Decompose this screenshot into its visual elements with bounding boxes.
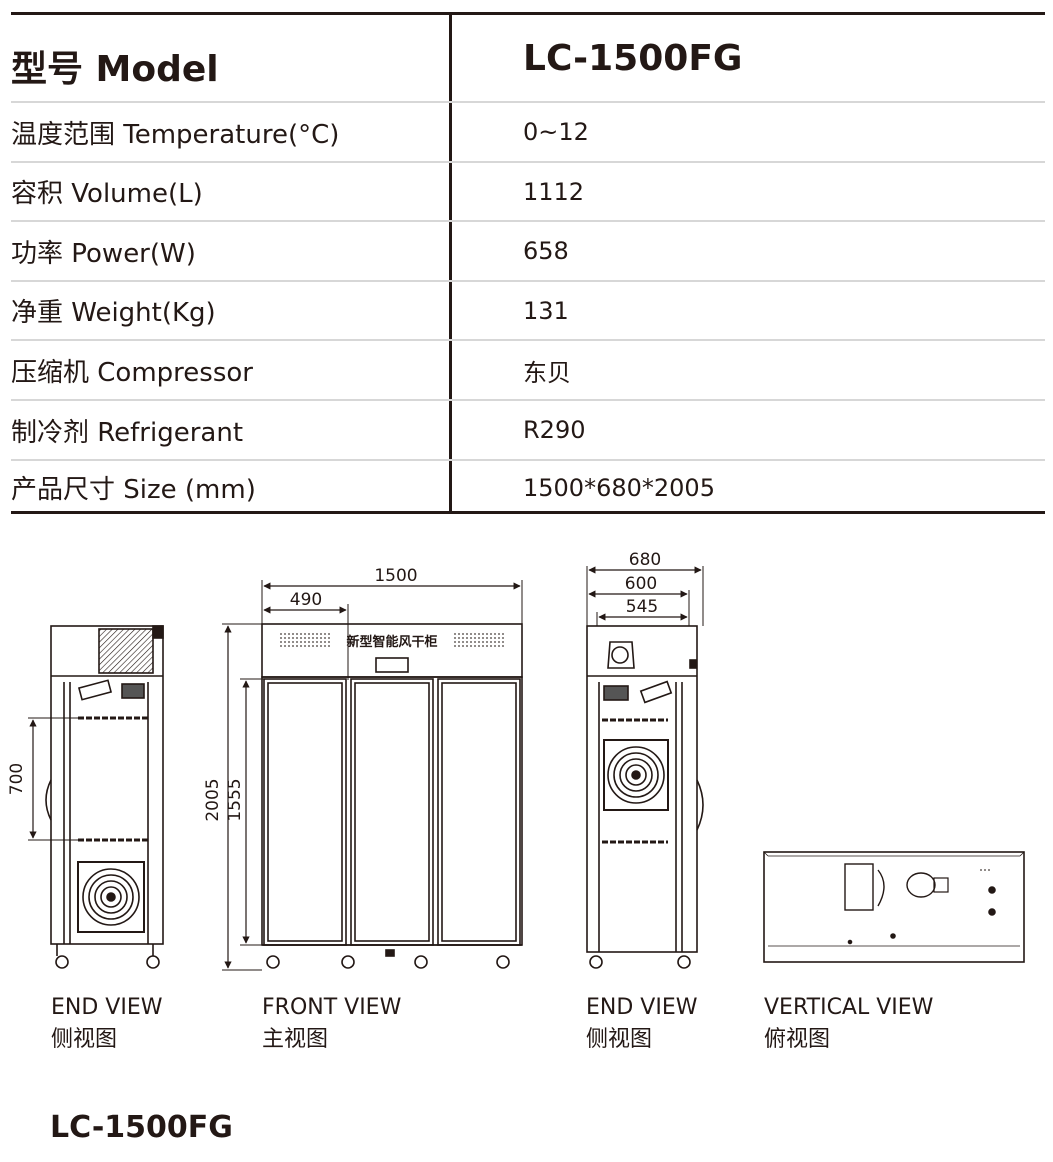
spec-label: 净重 Weight(Kg) <box>11 298 216 328</box>
model-value: LC-1500FG <box>523 37 743 79</box>
spec-value: 0~12 <box>523 118 589 146</box>
caption-zh: 侧视图 <box>51 1027 118 1052</box>
spec-row-volume: 容积 Volume(L) 1112 <box>11 163 1045 220</box>
caption-en: FRONT VIEW <box>262 995 402 1020</box>
column-divider <box>449 15 452 511</box>
row-divider <box>11 161 1045 163</box>
caption-front-view: FRONT VIEW 主视图 <box>262 992 401 1056</box>
dim-width <box>261 580 523 624</box>
dim-label-700: 700 <box>7 763 27 795</box>
spec-label: 制冷剂 Refrigerant <box>11 417 244 448</box>
row-divider <box>11 399 1045 401</box>
dim-label-1555: 1555 <box>225 778 245 821</box>
caption-en: END VIEW <box>51 995 163 1020</box>
dim-shelf-gap: 700 <box>7 717 78 841</box>
dim-depth <box>586 566 704 626</box>
spec-value: 131 <box>523 296 569 325</box>
spec-row-temperature: 温度范围 Temperature(°C) 0~12 <box>11 103 1045 161</box>
row-divider <box>11 459 1045 461</box>
row-divider <box>11 220 1045 222</box>
footer-model: LC-1500FG <box>50 1110 233 1145</box>
spec-header-row: 型号 Model LC-1500FG <box>11 15 1045 101</box>
dim-label-2005: 2005 <box>203 778 223 821</box>
spec-label: 产品尺寸 Size (mm) <box>11 475 256 505</box>
caption-zh: 俯视图 <box>764 1027 831 1052</box>
dim-label-545: 545 <box>626 597 658 617</box>
spec-label: 容积 Volume(L) <box>11 179 203 209</box>
spec-value: 1112 <box>523 177 585 206</box>
caption-zh: 侧视图 <box>586 1027 653 1052</box>
spec-row-weight: 净重 Weight(Kg) 131 <box>11 282 1045 339</box>
caption-zh: 主视图 <box>262 1027 329 1052</box>
caption-vertical-view: VERTICAL VIEW 俯视图 <box>764 992 933 1056</box>
spec-label: 压缩机 Compressor <box>11 357 253 388</box>
spec-label: 温度范围 Temperature(°C) <box>11 119 340 150</box>
caption-en: END VIEW <box>586 995 698 1020</box>
dim-label-1500: 1500 <box>374 566 417 586</box>
spec-row-compressor: 压缩机 Compressor 东贝 <box>11 341 1045 399</box>
row-divider <box>11 101 1045 103</box>
caption-en: VERTICAL VIEW <box>764 995 934 1020</box>
model-label: 型号 Model <box>11 49 219 90</box>
end-view-right <box>586 625 704 969</box>
spec-row-power: 功率 Power(W) 658 <box>11 222 1045 280</box>
spec-row-refrigerant: 制冷剂 Refrigerant R290 <box>11 401 1045 459</box>
spec-value: 1500*680*2005 <box>523 473 715 502</box>
dim-height <box>222 623 264 971</box>
spec-value: R290 <box>523 416 586 444</box>
row-divider <box>11 280 1045 282</box>
condenser-hatch <box>98 628 154 674</box>
end-view-left <box>45 625 164 969</box>
spec-value: 东贝 <box>523 358 571 387</box>
spec-value: 658 <box>523 237 569 265</box>
dim-door-width <box>263 604 349 680</box>
technical-drawings: 700 新型智能风干柜 1500 <box>7 550 1025 971</box>
vertical-view <box>763 851 1025 963</box>
dim-label-600: 600 <box>625 574 657 594</box>
dim-label-680: 680 <box>629 550 661 570</box>
caption-end-view-right: END VIEW 侧视图 <box>586 992 697 1056</box>
front-panel-text: 新型智能风干柜 <box>346 634 437 650</box>
caption-end-view-left: END VIEW 侧视图 <box>51 992 162 1056</box>
dim-label-490: 490 <box>290 590 322 610</box>
row-divider <box>11 339 1045 341</box>
front-grille-left <box>280 633 330 647</box>
spec-label: 功率 Power(W) <box>11 238 196 269</box>
spec-row-size: 产品尺寸 Size (mm) 1500*680*2005 <box>11 461 1045 514</box>
spec-table: 型号 Model LC-1500FG 温度范围 Temperature(°C) … <box>11 12 1045 514</box>
front-grille-right <box>454 633 506 647</box>
front-view <box>261 623 523 969</box>
